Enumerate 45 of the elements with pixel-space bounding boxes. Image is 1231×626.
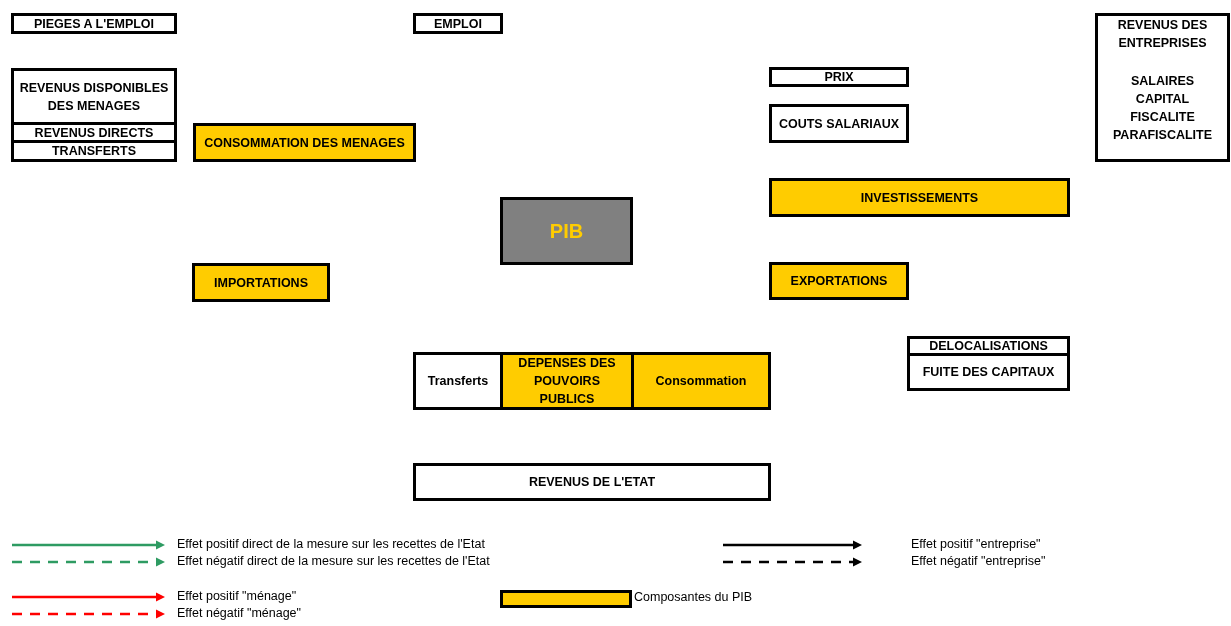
component-box <box>769 262 909 300</box>
text-box <box>769 67 909 87</box>
box-label: REVENUS DES ENTREPRISES <box>1116 17 1209 52</box>
component-box <box>631 352 771 410</box>
text-box <box>907 336 1070 356</box>
text-box <box>11 140 177 162</box>
box-label: REVENUS DISPONIBLES DES MENAGES <box>18 79 170 115</box>
box-label: DELOCALISATIONS <box>929 338 1048 355</box>
box-label: CONSOMMATION DES MENAGES <box>204 134 405 152</box>
component-box <box>192 263 330 302</box>
legend-text: Effet positif "entreprise" <box>911 537 1041 552</box>
box-label: INVESTISSEMENTS <box>860 189 979 207</box>
legend-text: Effet positif "ménage" <box>177 589 297 604</box>
text-box <box>413 13 503 34</box>
text-box <box>769 104 909 143</box>
component-box <box>500 352 634 410</box>
box-label: COUTS SALARIAUX <box>778 115 900 133</box>
text-box <box>413 352 503 410</box>
box-label: DEPENSES DES POUVOIRS PUBLICS <box>517 355 617 408</box>
box-label: SALAIRES CAPITAL FISCALITE PARAFISCALITE <box>1112 73 1213 144</box>
text-box <box>1095 13 1230 162</box>
legend-text: Effet positif direct de la mesure sur les recettes de l'Etat <box>177 537 485 552</box>
box-label: Transferts <box>427 373 489 390</box>
box-label: EMPLOI <box>434 15 482 33</box>
box-label: REVENUS DIRECTS <box>34 124 154 142</box>
box-label: PIEGES A L'EMPLOI <box>33 15 155 33</box>
box-label: PRIX <box>824 69 854 86</box>
text-box <box>413 463 771 501</box>
box-label: EXPORTATIONS <box>790 273 888 290</box>
text-box <box>11 68 177 125</box>
legend-text: Effet négatif direct de la mesure sur les recettes de l'Etat <box>177 554 490 569</box>
box-label: FUITE DES CAPITAUX <box>922 364 1055 381</box>
box-label: REVENUS DE L'ETAT <box>528 474 656 491</box>
text-box <box>11 13 177 34</box>
center-box <box>500 197 633 265</box>
legend-text: Effet négatif "entreprise" <box>911 554 1046 569</box>
component-box <box>193 123 416 162</box>
component-box <box>769 178 1070 217</box>
box-label: Consommation <box>655 373 747 390</box>
legend-text: Composantes du PIB <box>634 590 753 605</box>
text-box <box>907 353 1070 391</box>
box-label: PIB <box>549 222 584 240</box>
legend-text: Effet négatif "ménage" <box>177 606 301 621</box>
box-label: TRANSFERTS <box>52 143 136 160</box>
box-label: IMPORTATIONS <box>214 274 308 292</box>
